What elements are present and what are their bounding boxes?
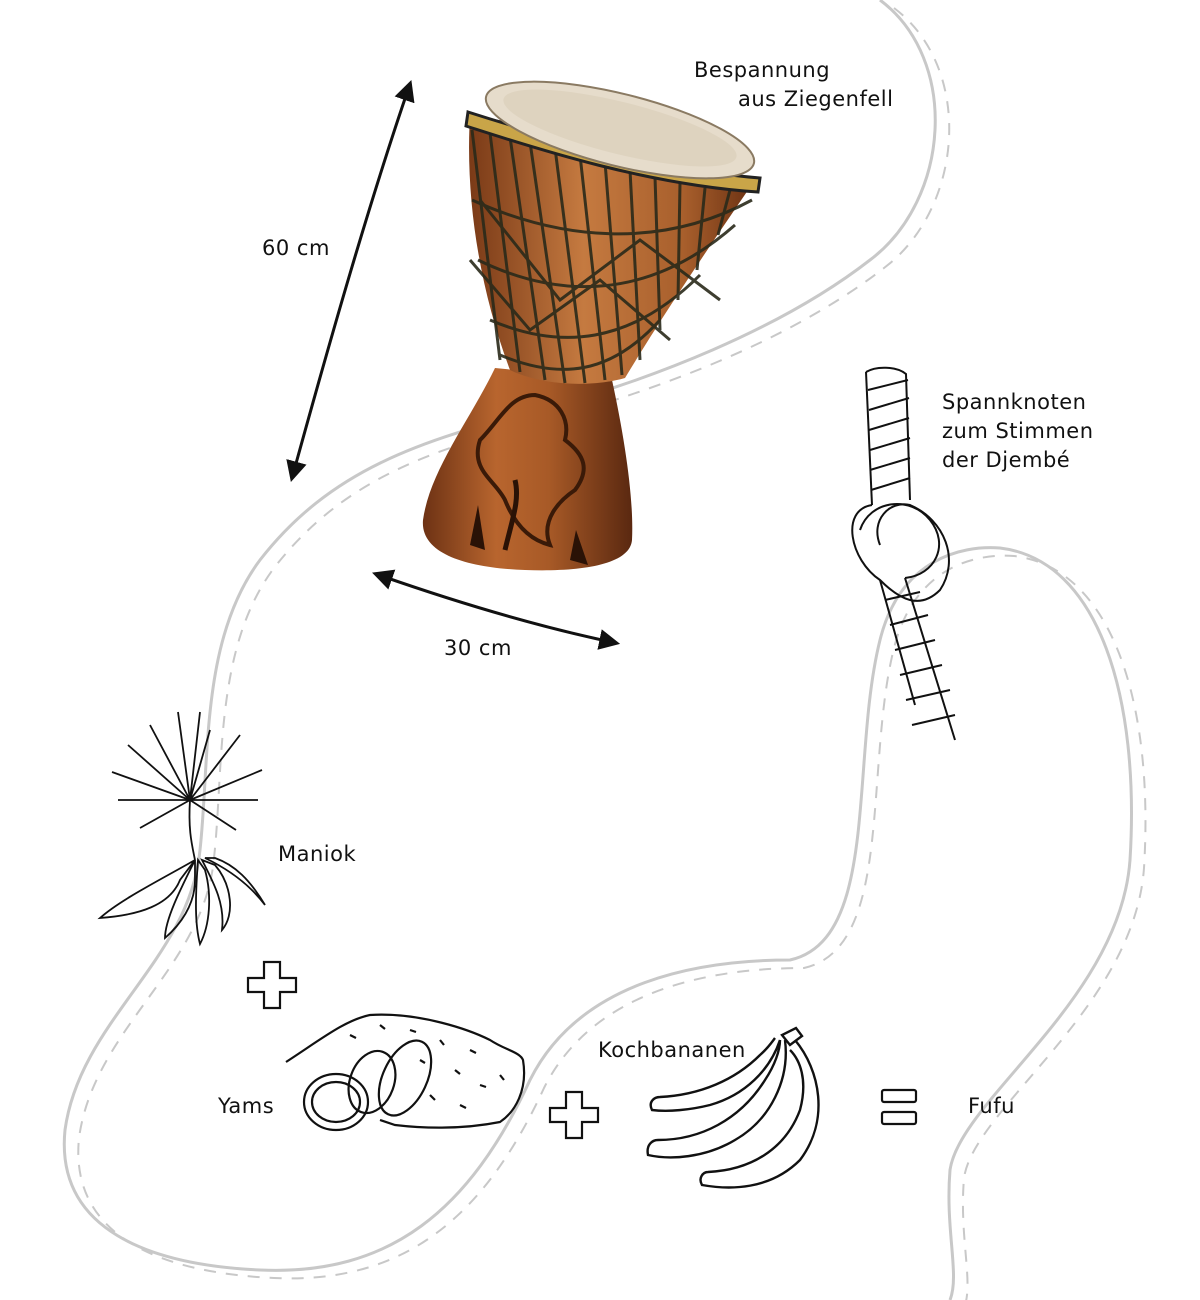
width-label: 30 cm (444, 634, 512, 663)
height-value: 60 cm (262, 236, 330, 260)
yam-slice-2 (347, 1049, 397, 1115)
yam-label: Yams (218, 1092, 274, 1121)
knot-label-line-2: zum Stimmen (942, 419, 1094, 443)
plantain-label: Kochbananen (598, 1036, 746, 1065)
width-arrow (372, 569, 621, 650)
height-label: 60 cm (262, 234, 330, 263)
equals-icon (880, 1088, 918, 1126)
cassava-label: Maniok (278, 840, 356, 869)
cassava-text: Maniok (278, 842, 357, 866)
cassava-plant-icon (97, 711, 266, 947)
drum-carving (475, 392, 586, 548)
skin-label-line-2: aus Ziegenfell (738, 87, 894, 111)
result-text: Fufu (968, 1094, 1015, 1118)
plus-icon (246, 960, 298, 1010)
knot-label: Spannknoten zum Stimmen der Djembé (942, 388, 1094, 475)
drum-foot (422, 368, 633, 571)
plus-icon (548, 1090, 600, 1140)
plantain-text: Kochbananen (598, 1038, 746, 1062)
result-label: Fufu (968, 1092, 1015, 1121)
drum-rope-lacing (468, 129, 753, 384)
rope-knot-icon (851, 366, 956, 741)
yam-icon (285, 1013, 526, 1132)
knot-label-line-3: der Djembé (942, 448, 1071, 472)
yam-text: Yams (218, 1094, 275, 1118)
skin-label-line-1: Bespannung (694, 58, 831, 82)
plantain-bunch-icon (646, 1026, 820, 1189)
width-value: 30 cm (444, 636, 512, 660)
yam-slice-3 (377, 1039, 433, 1117)
knot-label-line-1: Spannknoten (942, 390, 1087, 414)
skin-label: Bespannung aus Ziegenfell (694, 56, 893, 114)
height-arrow (286, 80, 415, 483)
djembe-drum-photo (422, 80, 762, 571)
yam-slice-1 (302, 1072, 370, 1132)
